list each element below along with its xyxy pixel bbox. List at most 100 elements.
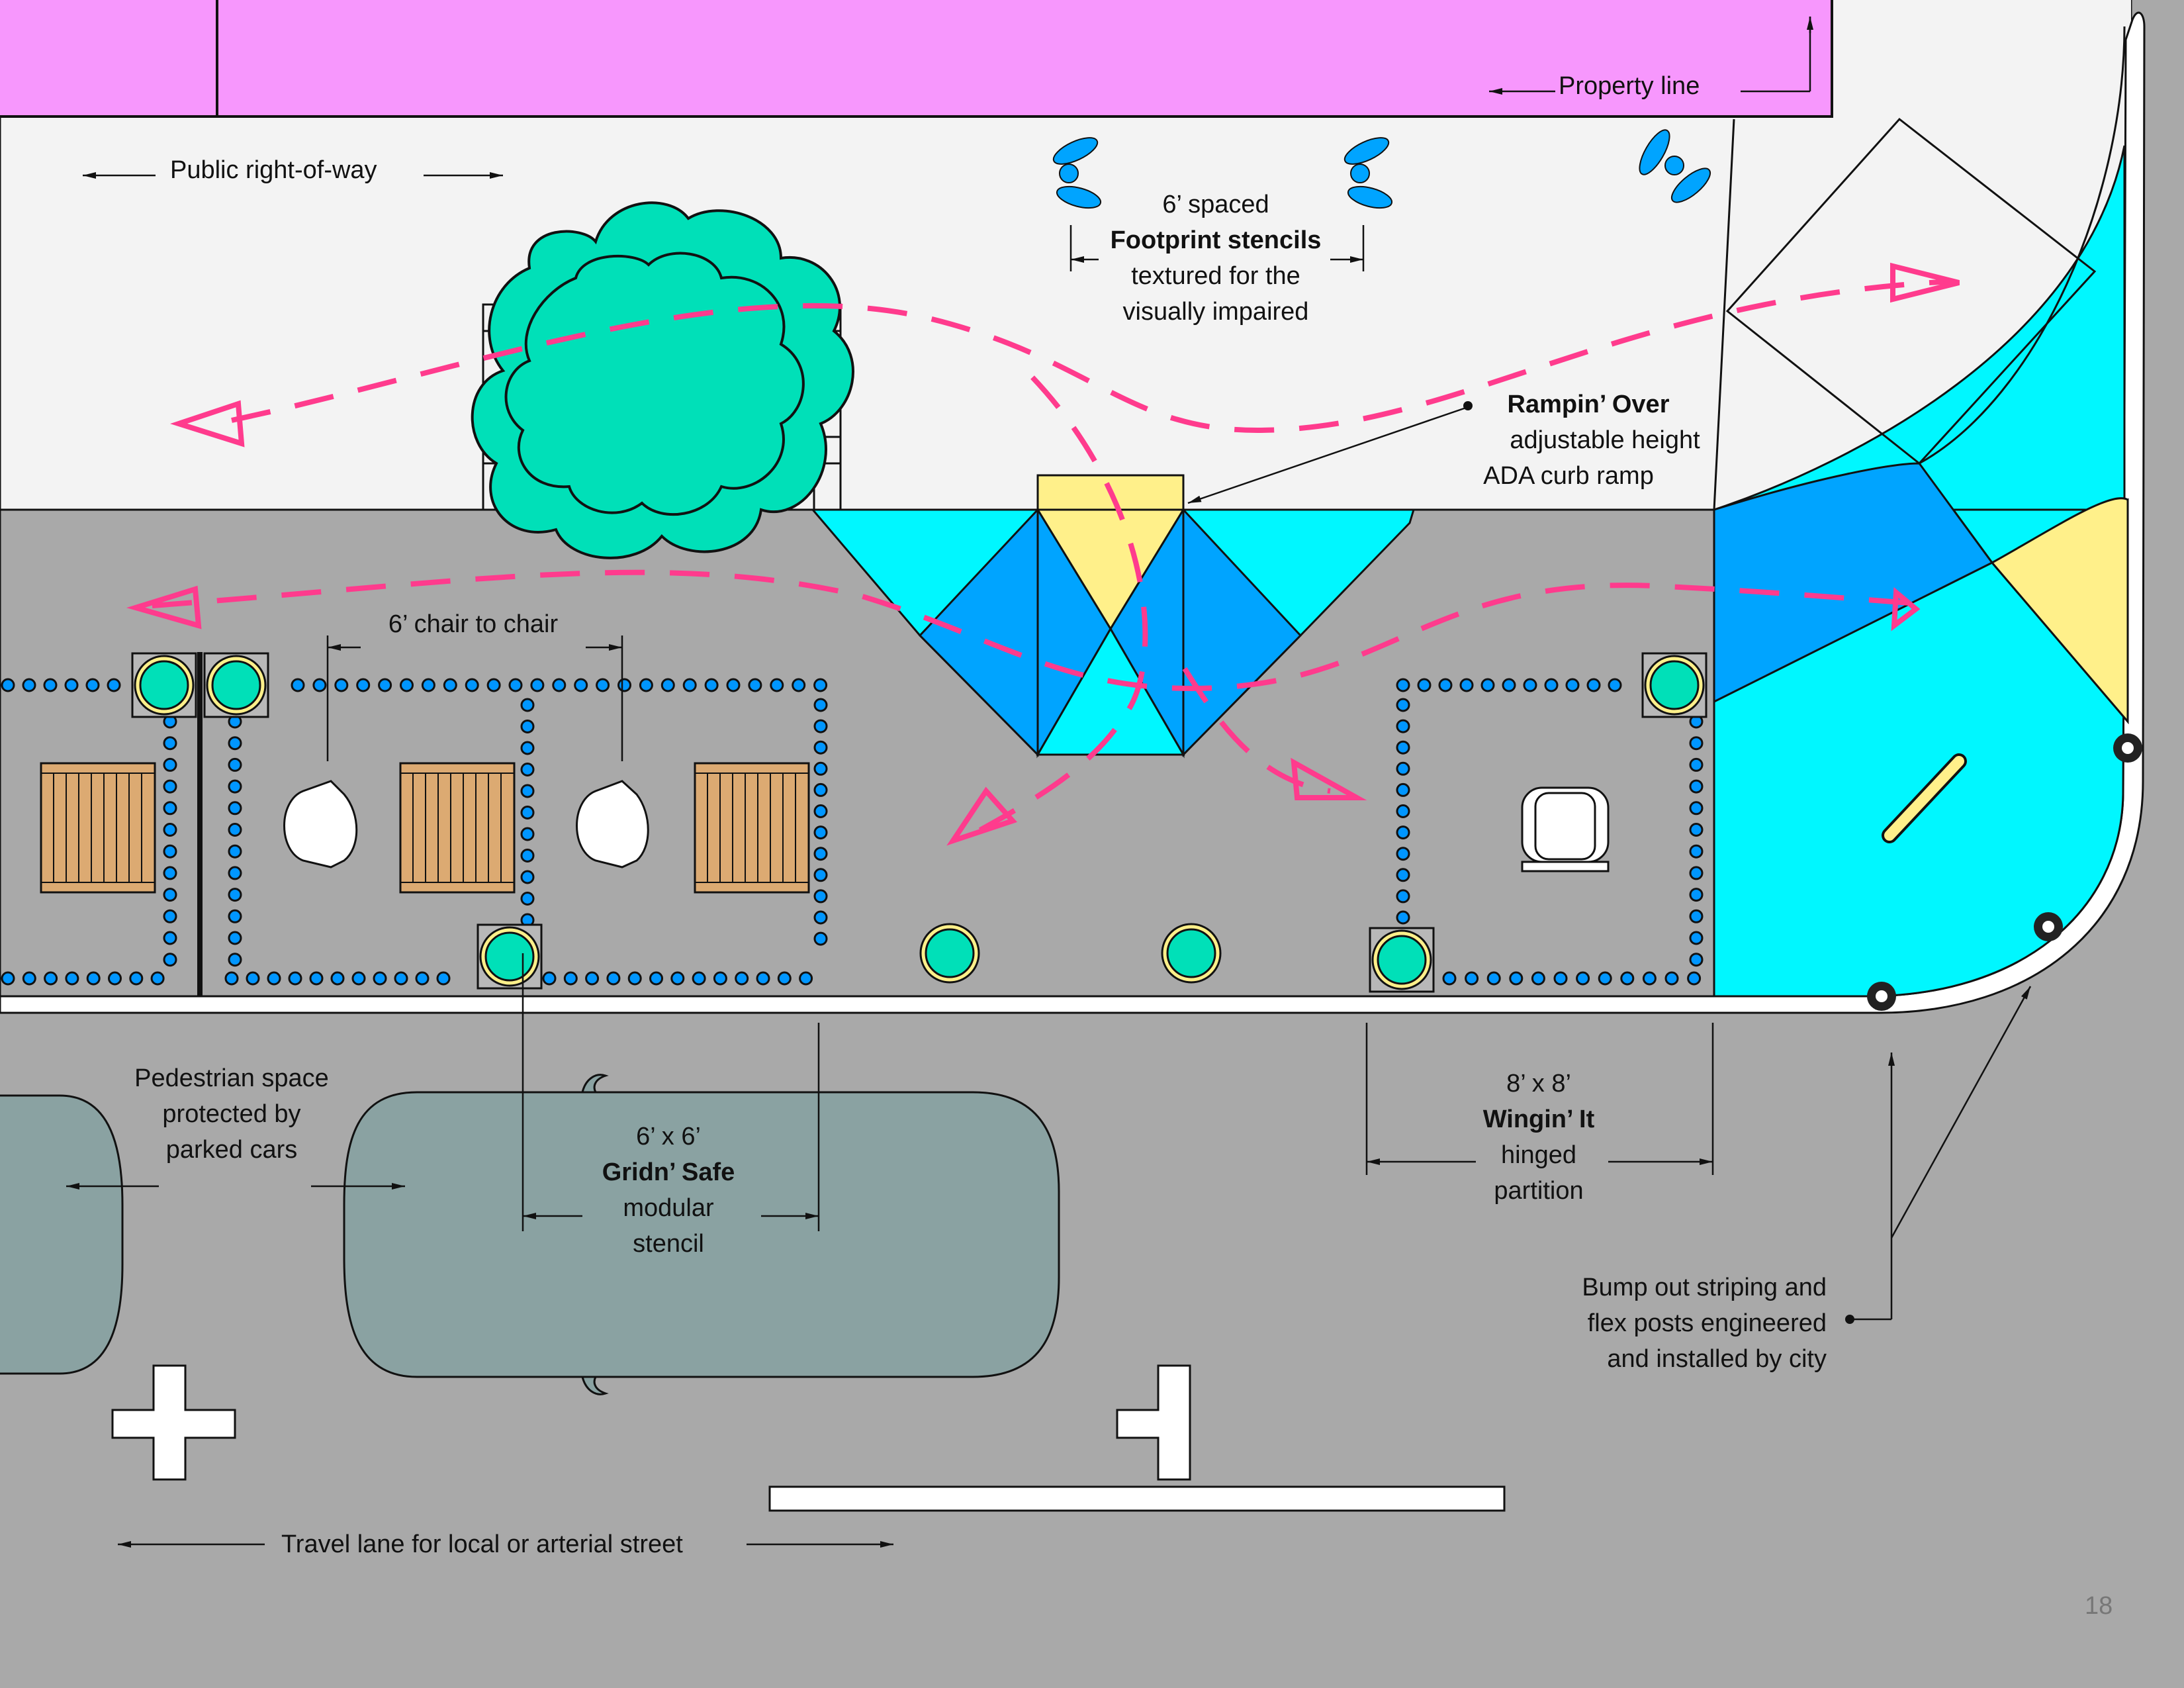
stencil-dot [228, 931, 242, 945]
stencil-dot [228, 736, 242, 751]
street-t-mark [1116, 1364, 1191, 1481]
pedestrian-paths [152, 279, 1953, 837]
stencil-dot [1396, 719, 1410, 733]
pedestrian-line3: parked cars [165, 1136, 298, 1164]
stencil-dot [692, 971, 706, 986]
stencil-dot [108, 971, 122, 986]
stencil-dot [356, 678, 371, 692]
stencil-dot [1396, 678, 1410, 692]
stencil-dot [1396, 782, 1410, 797]
stencil-dot [163, 736, 177, 751]
stencil-dot [246, 971, 260, 986]
stencil-dot [65, 971, 79, 986]
stencil-dot [163, 757, 177, 772]
stencil-dots [1, 678, 1704, 986]
stencil-dot [520, 763, 535, 776]
ramp-center [1036, 627, 1185, 756]
footprint-line2: Footprint stencils [1110, 226, 1322, 254]
chair-2 [576, 780, 649, 868]
stencil-dot [713, 971, 727, 986]
stencil-dot [649, 971, 663, 986]
travel-lane-label: Travel lane for local or arterial street [281, 1530, 683, 1558]
stencil-dot [520, 698, 535, 712]
stencil-dot [378, 678, 392, 692]
stencil-dot [1598, 971, 1612, 986]
stencil-dot [1509, 971, 1524, 986]
stencil-dot [1438, 678, 1453, 692]
stencil-dot [520, 827, 535, 841]
stencil-dot [1544, 678, 1559, 692]
stencil-dot [1465, 971, 1479, 986]
stencil-dot [520, 720, 535, 733]
stencil-dot [799, 971, 813, 986]
stencil-dot [813, 889, 828, 904]
stencil-dot [163, 931, 177, 945]
bench [40, 762, 156, 894]
stencil-dot [228, 757, 242, 772]
stencil-dot [85, 678, 100, 692]
stencil-dot [1396, 868, 1410, 882]
stencil-dot [1442, 971, 1457, 986]
chair-3 [1521, 786, 1610, 872]
stencil-dot [1565, 678, 1580, 692]
stencil-dot [813, 825, 828, 840]
stencil-dot [64, 678, 79, 692]
wingin-line3: hinged [1500, 1141, 1577, 1169]
stencil-dot [309, 971, 324, 986]
wingin-line4: partition [1494, 1177, 1584, 1205]
stencil-dot [163, 888, 177, 902]
stencil-dot [1553, 971, 1568, 986]
divider-post [197, 652, 203, 996]
chair-spacing-label: 6’ chair to chair [388, 610, 559, 638]
planter [1649, 660, 1700, 710]
chair-1 [283, 780, 358, 868]
stencil-dot [627, 971, 642, 986]
stencil-dot [1642, 971, 1657, 986]
stencil-dot [617, 678, 631, 692]
pedestrian-label: Pedestrian space protected by parked car… [99, 1060, 364, 1168]
stencil-dot [1, 971, 15, 986]
stencil-dot [596, 678, 610, 692]
stencil-dot [726, 678, 741, 692]
stencil-dot [163, 779, 177, 794]
bumpout-line3: and installed by city [1607, 1345, 1827, 1373]
stencil-dot [1396, 740, 1410, 755]
stencil-dot [1689, 736, 1704, 751]
stencil-dot [44, 971, 58, 986]
stencil-dot [670, 971, 685, 986]
stencil-dot [1, 678, 15, 692]
rampin-line1: Rampin’ Over [1507, 391, 1670, 418]
footprint-stencil-2 [1343, 137, 1393, 209]
stencil-dot [1689, 888, 1704, 902]
stencil-dot [1396, 804, 1410, 818]
stencil-dot [1689, 757, 1704, 772]
stencil-dot [1689, 953, 1704, 967]
stencil-dot [756, 971, 770, 986]
stencil-dot [1687, 971, 1702, 986]
planters-group [131, 652, 1707, 993]
stencil-dot [606, 971, 621, 986]
stencil-dot [22, 678, 36, 692]
stencil-dot [1417, 678, 1432, 692]
stencil-dot [228, 953, 242, 967]
stencil-dot [1396, 825, 1410, 840]
public-row-label: Public right-of-way [170, 156, 377, 184]
pedestrian-line2: protected by [162, 1100, 301, 1128]
stencil-dot [436, 971, 451, 986]
stencil-dot [1689, 779, 1704, 794]
footprint-stencil-1 [1052, 137, 1102, 209]
stencil-dot [520, 849, 535, 863]
stencil-dot [813, 847, 828, 861]
stencil-dot [228, 801, 242, 816]
stencil-dot [43, 678, 58, 692]
path-arrowheads [126, 262, 1960, 846]
gridn-line2: Gridn’ Safe [602, 1158, 735, 1186]
stencil-dot [22, 971, 36, 986]
flex-post-3 [1867, 982, 1896, 1011]
stencil-dot [1502, 678, 1516, 692]
wingin-line2: Wingin’ It [1482, 1105, 1595, 1133]
car-mirror-bottom [581, 1376, 609, 1395]
corner-lines [1713, 117, 2097, 510]
stencil-dot [770, 678, 784, 692]
